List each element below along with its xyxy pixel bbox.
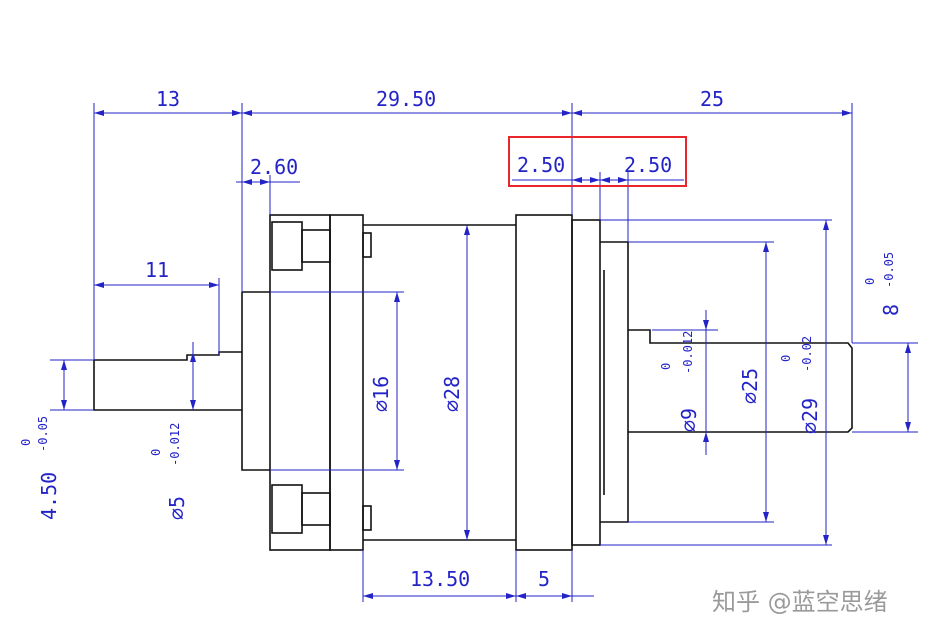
highlight-box — [508, 136, 687, 187]
tol-phi9-upper: 0 — [659, 363, 673, 370]
dim-29-50: 29.50 — [376, 87, 436, 111]
dim-8: 8 — [879, 304, 903, 316]
dim-phi-28: ⌀28 — [440, 376, 464, 412]
bolt-top-inner — [301, 229, 331, 263]
right-flange — [515, 214, 573, 551]
bolt-bottom-inner — [301, 492, 331, 526]
gearbox-body — [363, 224, 516, 541]
dim-25: 25 — [700, 87, 724, 111]
tol-left-shaft-upper: 0 — [19, 439, 33, 446]
tol-left-shaft-lower: -0.05 — [36, 416, 50, 452]
tol-phi9-lower: -0.012 — [681, 331, 695, 374]
tol-phi29-lower: -0.02 — [800, 336, 814, 372]
dim-13-50: 13.50 — [410, 567, 470, 591]
dim-phi-16: ⌀16 — [369, 376, 393, 412]
tol-phi5-upper: 0 — [149, 449, 163, 456]
left-hub — [241, 291, 270, 471]
bolt-head-top — [271, 221, 303, 271]
stud-top — [362, 232, 372, 258]
dim-2-50-left: 2.50 — [517, 153, 565, 177]
dim-4-50: 4.50 — [37, 472, 61, 520]
tol-right-shaft-lower: -0.05 — [882, 252, 896, 288]
dim-phi-5: ⌀5 — [165, 496, 189, 520]
dimension-lines — [50, 103, 918, 602]
part-outline — [93, 214, 853, 551]
tol-phi29-upper: 0 — [779, 355, 793, 362]
dim-phi-25: ⌀25 — [738, 368, 762, 404]
stud-bottom — [362, 505, 372, 531]
tol-phi5-lower: -0.012 — [168, 423, 182, 466]
dim-11: 11 — [145, 258, 169, 282]
right-shaft — [628, 329, 853, 433]
bolt-head-bottom — [271, 484, 303, 534]
output-housing — [600, 241, 629, 523]
dim-5: 5 — [538, 567, 550, 591]
flange-plate-1 — [269, 214, 331, 551]
dim-2-50-right: 2.50 — [624, 153, 672, 177]
left-shaft — [93, 351, 242, 411]
watermark-text: 知乎 @蓝空思绪 — [712, 588, 888, 616]
dim-2-60: 2.60 — [250, 155, 298, 179]
tol-right-shaft-upper: 0 — [863, 278, 877, 285]
dim-phi-29: ⌀29 — [798, 398, 822, 434]
flange-plate-2 — [329, 214, 364, 551]
dim-13: 13 — [156, 87, 180, 111]
right-flange-step — [571, 219, 601, 546]
dim-phi-9: ⌀9 — [677, 408, 701, 432]
